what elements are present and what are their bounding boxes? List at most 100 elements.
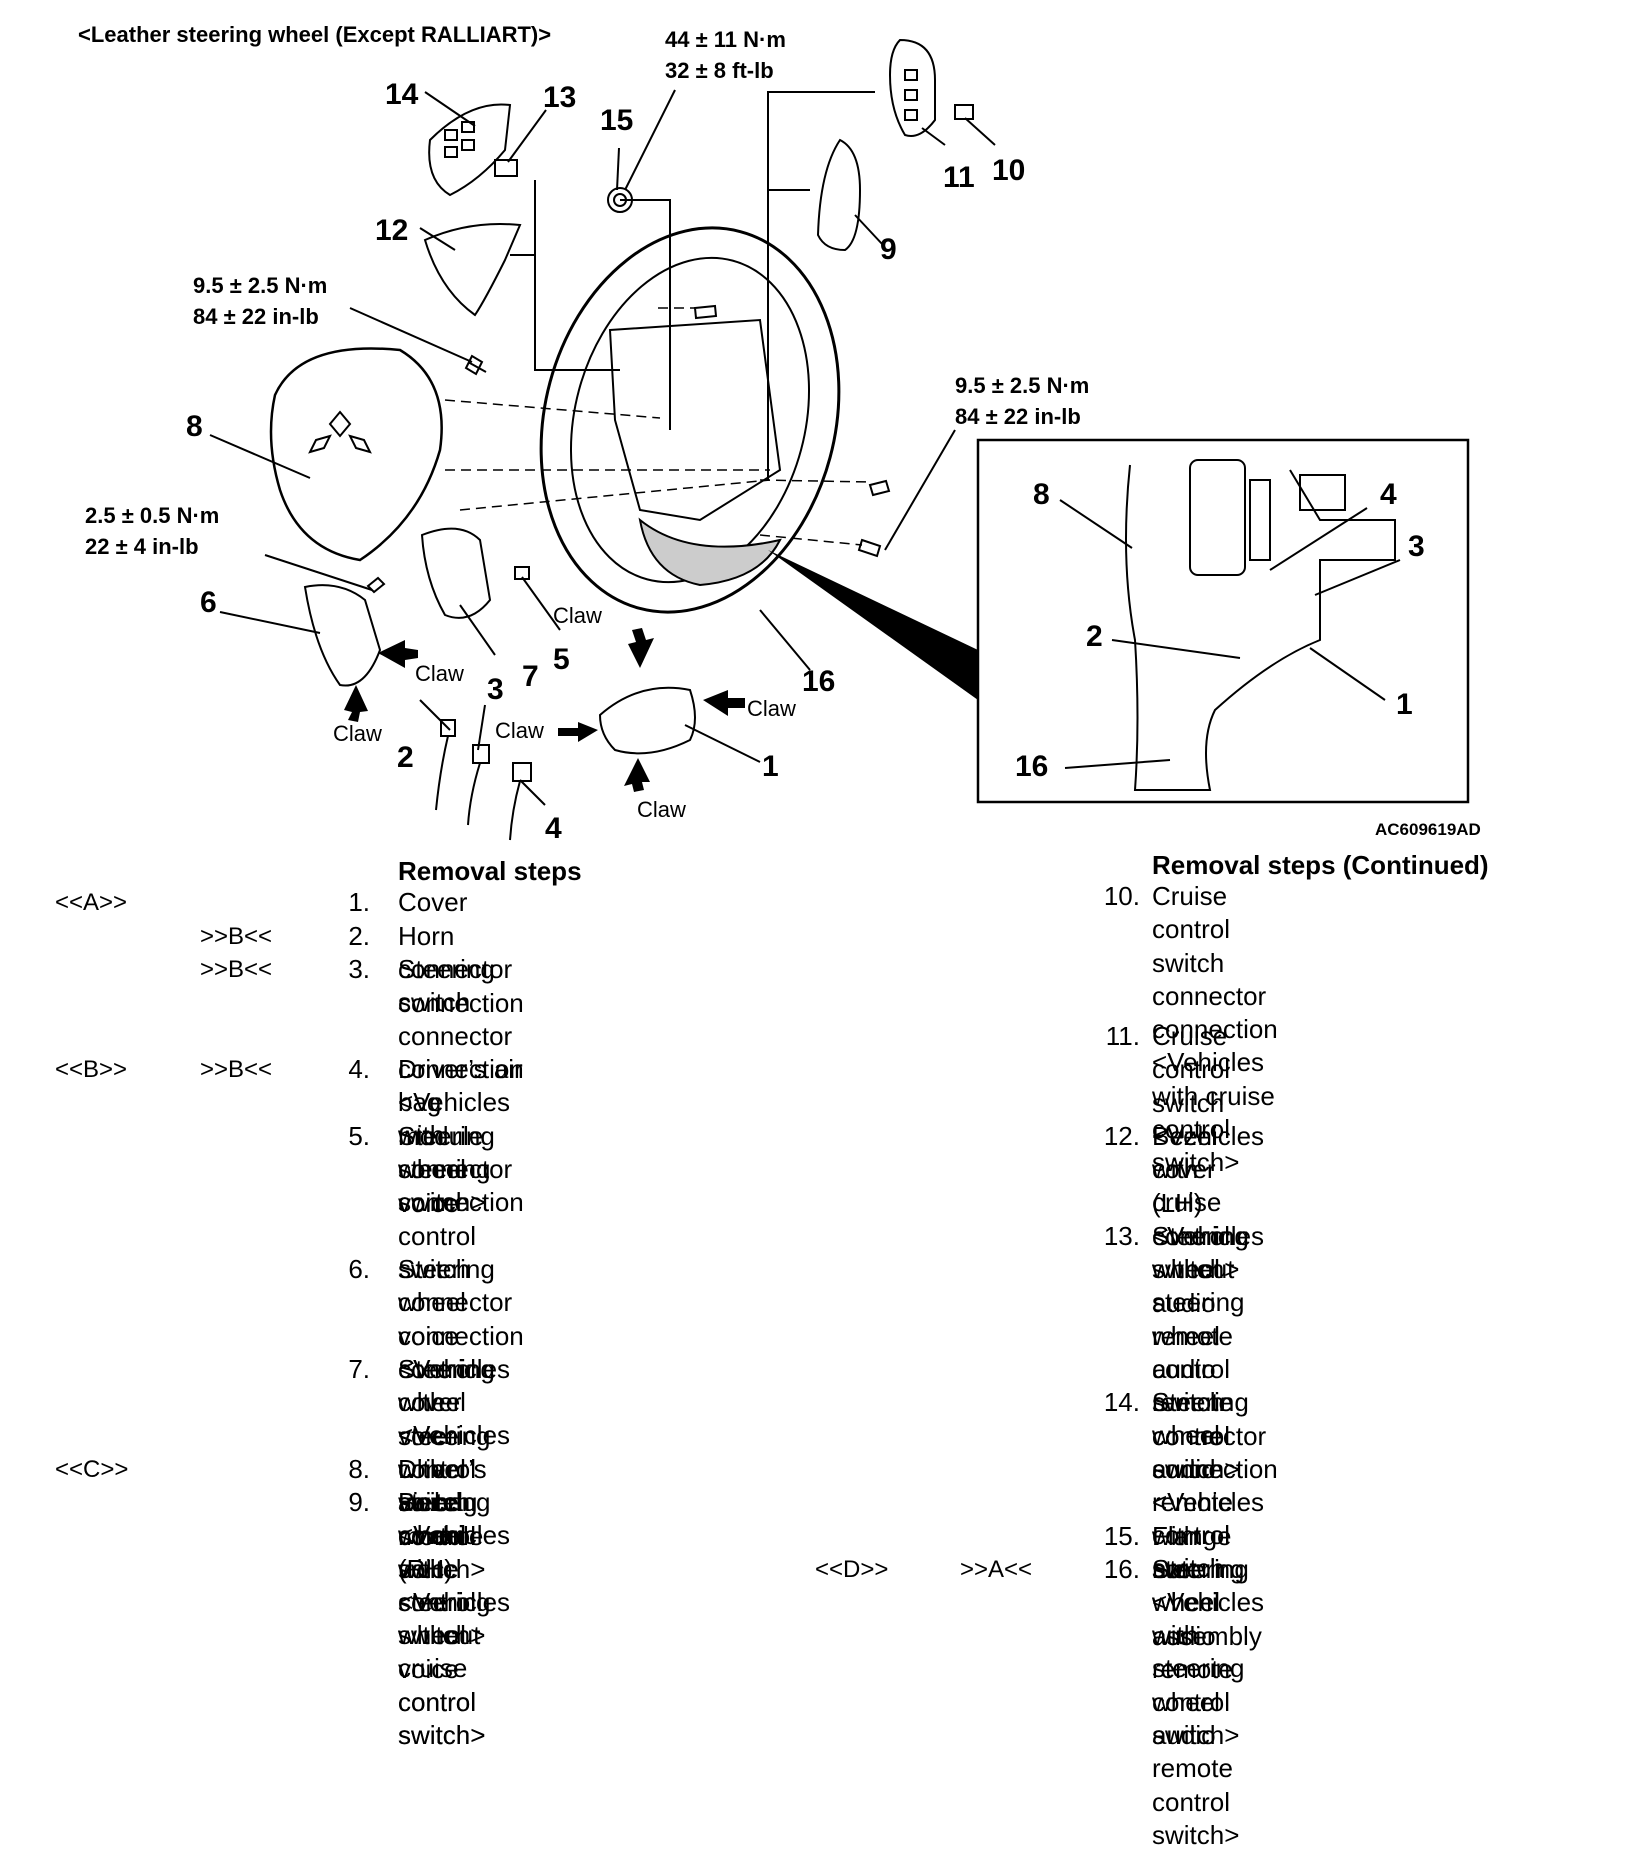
tag-B-right-4: >>B<<: [200, 1056, 273, 1083]
audio-switch-part: [428, 103, 512, 197]
torque-right-bolt: 9.5 ± 2.5 N·m 84 ± 22 in-lb: [955, 373, 1090, 429]
tag-B-right-2: >>B<<: [200, 923, 273, 950]
step-number: 5.: [348, 1121, 370, 1151]
tag-A-left: <<A>>: [55, 889, 128, 916]
bolt-top: [693, 304, 718, 320]
step-text: Steering wheel voice control cover <Vehi…: [398, 1254, 511, 1651]
detail-callout-2: 2: [1086, 620, 1103, 653]
callout-10: 10: [992, 154, 1026, 187]
diagram-title: <Leather steering wheel (Except RALLIART…: [78, 22, 552, 47]
claw-arrow-1c: [558, 722, 598, 742]
cover-part: [598, 686, 696, 755]
voice-cover-part: [303, 584, 382, 687]
cruise-connector-part: [954, 104, 974, 120]
step-number: 2.: [348, 921, 370, 951]
bezel-lh-part: [423, 223, 522, 317]
tag-D-left: <<D>>: [815, 1556, 889, 1583]
callout-1: 1: [762, 750, 779, 783]
step-text: Cruise control switch connector connecti…: [1152, 881, 1278, 1178]
callout-4: 4: [545, 812, 562, 845]
step-number: 11.: [1105, 1021, 1140, 1051]
torque-small-screw: 2.5 ± 0.5 N·m 22 ± 4 in-lb: [85, 503, 220, 559]
step-number: 9.: [348, 1487, 370, 1517]
torque-upper-bolt: 9.5 ± 2.5 N·m 84 ± 22 in-lb: [193, 273, 328, 329]
removal-steps-continued-title: Removal steps (Continued): [1152, 850, 1489, 880]
callout-12: 12: [375, 214, 409, 247]
voice-switch-part: [420, 527, 492, 619]
claw-label-1d: Claw: [637, 797, 686, 822]
figure-id: AC609619AD: [1375, 820, 1481, 839]
exploded-view-diagram: [209, 38, 1470, 841]
claw-arrow-1a: [628, 628, 654, 668]
claw-label-1a: Claw: [553, 603, 602, 628]
step-number: 14.: [1103, 1387, 1140, 1417]
detail-view-frame: [976, 438, 1470, 804]
detail-callout-4: 4: [1380, 478, 1397, 511]
airbag-module: [269, 347, 443, 562]
callout-16: 16: [802, 665, 836, 698]
callout-15: 15: [600, 104, 634, 137]
detail-callout-3: 3: [1408, 530, 1425, 563]
step-text: Cover: [398, 887, 468, 917]
bolt-right-lower: [857, 538, 882, 558]
claw-arrow-1b: [703, 690, 745, 716]
detail-callout-8: 8: [1033, 478, 1050, 511]
callout-2: 2: [397, 741, 414, 774]
callout-7: 7: [522, 660, 539, 693]
claw-label-6b: Claw: [333, 721, 382, 746]
step-number: 13.: [1103, 1221, 1140, 1251]
step-text: Driver’s air bag module connector connec…: [398, 1054, 524, 1218]
torque-flange-nut: 44 ± 11 N·m 32 ± 8 ft-lb: [665, 27, 786, 83]
callout-8: 8: [186, 410, 203, 443]
tag-B-right-3: >>B<<: [200, 956, 273, 983]
step-text: Cruise control switch <Vehicles with cru…: [1152, 1021, 1265, 1285]
callout-14: 14: [385, 78, 419, 111]
claw-label-1c: Claw: [495, 718, 544, 743]
callout-11: 11: [943, 161, 975, 194]
claw-label-1b: Claw: [747, 696, 796, 721]
detail-panel-outline: [1125, 464, 1396, 791]
step-number: 8.: [348, 1454, 370, 1484]
claw-arrow-6a: [378, 640, 418, 668]
airbag-connector-part: [512, 762, 532, 782]
callout-13: 13: [543, 81, 577, 114]
step-number: 3.: [348, 954, 370, 984]
step-text: Horn connector connection: [398, 921, 524, 1018]
claw-arrow-1d: [624, 758, 650, 792]
detail-callout-16: 16: [1015, 750, 1049, 783]
step-text: Steering wheel voice control switch conn…: [398, 1121, 524, 1584]
removal-steps-title: Removal steps: [398, 856, 582, 886]
step-number: 4.: [348, 1054, 370, 1084]
step-number: 12.: [1103, 1121, 1140, 1151]
step-text: Steering wheel assembly: [1152, 1554, 1262, 1651]
step-text: Flange nut: [1152, 1521, 1232, 1585]
steering-wheel-hub: [608, 318, 782, 522]
voice-connector-part: [514, 566, 530, 580]
steering-wheel-rim-inner: [569, 256, 811, 584]
step-number: 15.: [1103, 1521, 1140, 1551]
steering-switch-connector-part: [472, 744, 490, 764]
audio-connector-part: [494, 159, 518, 177]
callout-5: 5: [553, 643, 570, 676]
callout-9: 9: [880, 233, 897, 266]
bolt-upper: [464, 354, 487, 376]
callout-6: 6: [200, 586, 217, 619]
claw-label-6a: Claw: [415, 661, 464, 686]
tag-C-left: <<C>>: [55, 1456, 129, 1483]
callout-3: 3: [487, 673, 504, 706]
step-text: Bezel cover (LH) <Vehicles without steer…: [1152, 1121, 1265, 1484]
mitsubishi-logo: [308, 410, 372, 454]
cruise-switch-part: [888, 38, 936, 137]
steering-wheel-rim: [539, 226, 841, 614]
tag-A-right: >>A<<: [960, 1556, 1033, 1583]
step-text: Steering switch connector connection <Ve…: [398, 954, 524, 1218]
bolt-right-upper: [868, 479, 891, 497]
detail-pointer-wedge: [768, 550, 978, 700]
step-text: Driver’s air bag module: [398, 1454, 487, 1551]
steering-wheel-lower-spoke: [638, 517, 782, 587]
bezel-rh-part: [816, 138, 862, 252]
step-number: 7.: [348, 1354, 370, 1384]
tag-B-left-4: <<B>>: [55, 1056, 128, 1083]
step-number: 10.: [1103, 881, 1140, 911]
step-number: 16.: [1103, 1554, 1140, 1584]
